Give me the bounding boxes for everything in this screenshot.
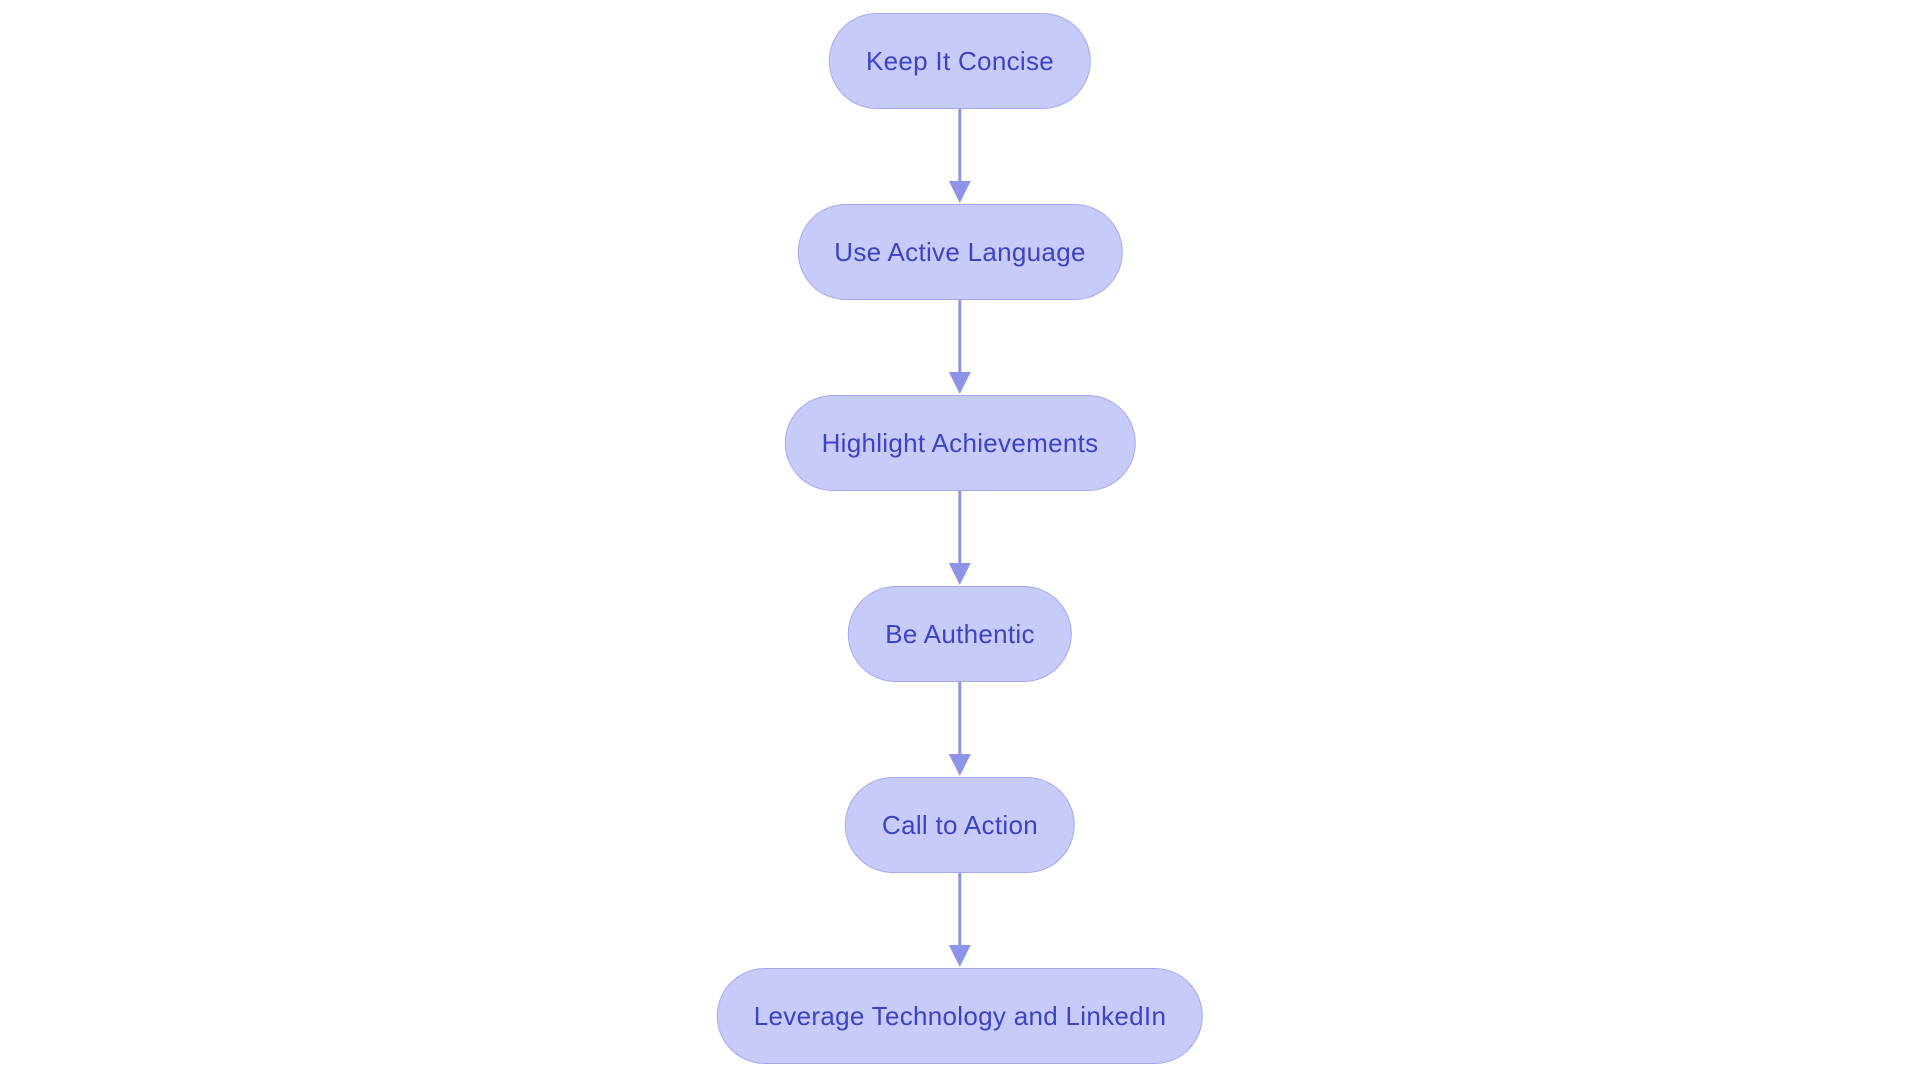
flow-node-label: Call to Action (882, 809, 1038, 840)
flow-arrow (947, 300, 973, 395)
flow-arrow (947, 873, 973, 968)
flow-arrow (947, 682, 973, 777)
flow-arrow (947, 109, 973, 204)
flow-arrow (947, 491, 973, 586)
flow-node: Be Authentic (848, 586, 1072, 682)
flow-node-label: Highlight Achievements (821, 427, 1099, 458)
flow-node-label: Be Authentic (885, 618, 1035, 649)
flow-node-label: Use Active Language (834, 236, 1086, 267)
flow-node: Use Active Language (797, 204, 1123, 300)
flow-node-label: Leverage Technology and LinkedIn (753, 1000, 1167, 1031)
flow-node: Keep It Concise (828, 13, 1092, 109)
flow-node: Call to Action (845, 777, 1075, 873)
flow-node-label: Keep It Concise (865, 45, 1055, 76)
flow-node: Highlight Achievements (784, 395, 1136, 491)
flow-node: Leverage Technology and LinkedIn (716, 968, 1204, 1064)
